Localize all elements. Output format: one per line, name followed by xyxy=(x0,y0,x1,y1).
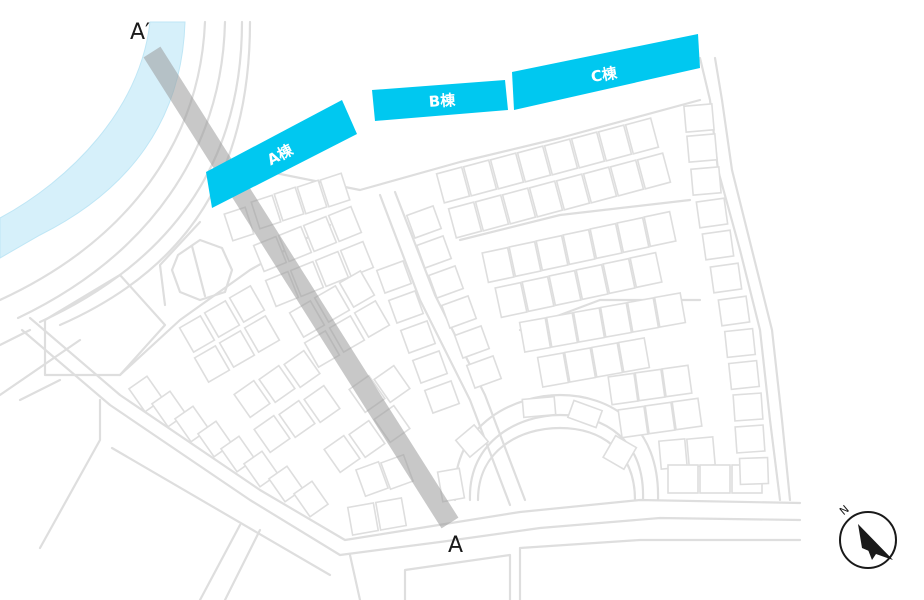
building-c-label: C棟 xyxy=(590,64,620,86)
section-line xyxy=(143,46,459,529)
semicircle-plaza xyxy=(436,393,660,503)
octagon-island xyxy=(170,238,234,302)
building-b: B棟 xyxy=(372,80,508,121)
lower-roads xyxy=(348,538,802,600)
lower-left-roads xyxy=(0,273,332,600)
house-lots xyxy=(127,102,770,536)
section-end-label: A′ xyxy=(130,20,150,45)
compass-label: N xyxy=(837,503,852,518)
section-start-label: A xyxy=(448,533,463,558)
building-a: A棟 xyxy=(206,100,357,208)
riverside-roads xyxy=(0,20,252,327)
building-b-label: B棟 xyxy=(428,91,457,111)
compass: N xyxy=(837,503,897,569)
north-arrow-icon xyxy=(858,524,893,560)
building-c: C棟 xyxy=(512,34,700,110)
main-roads xyxy=(20,56,802,557)
